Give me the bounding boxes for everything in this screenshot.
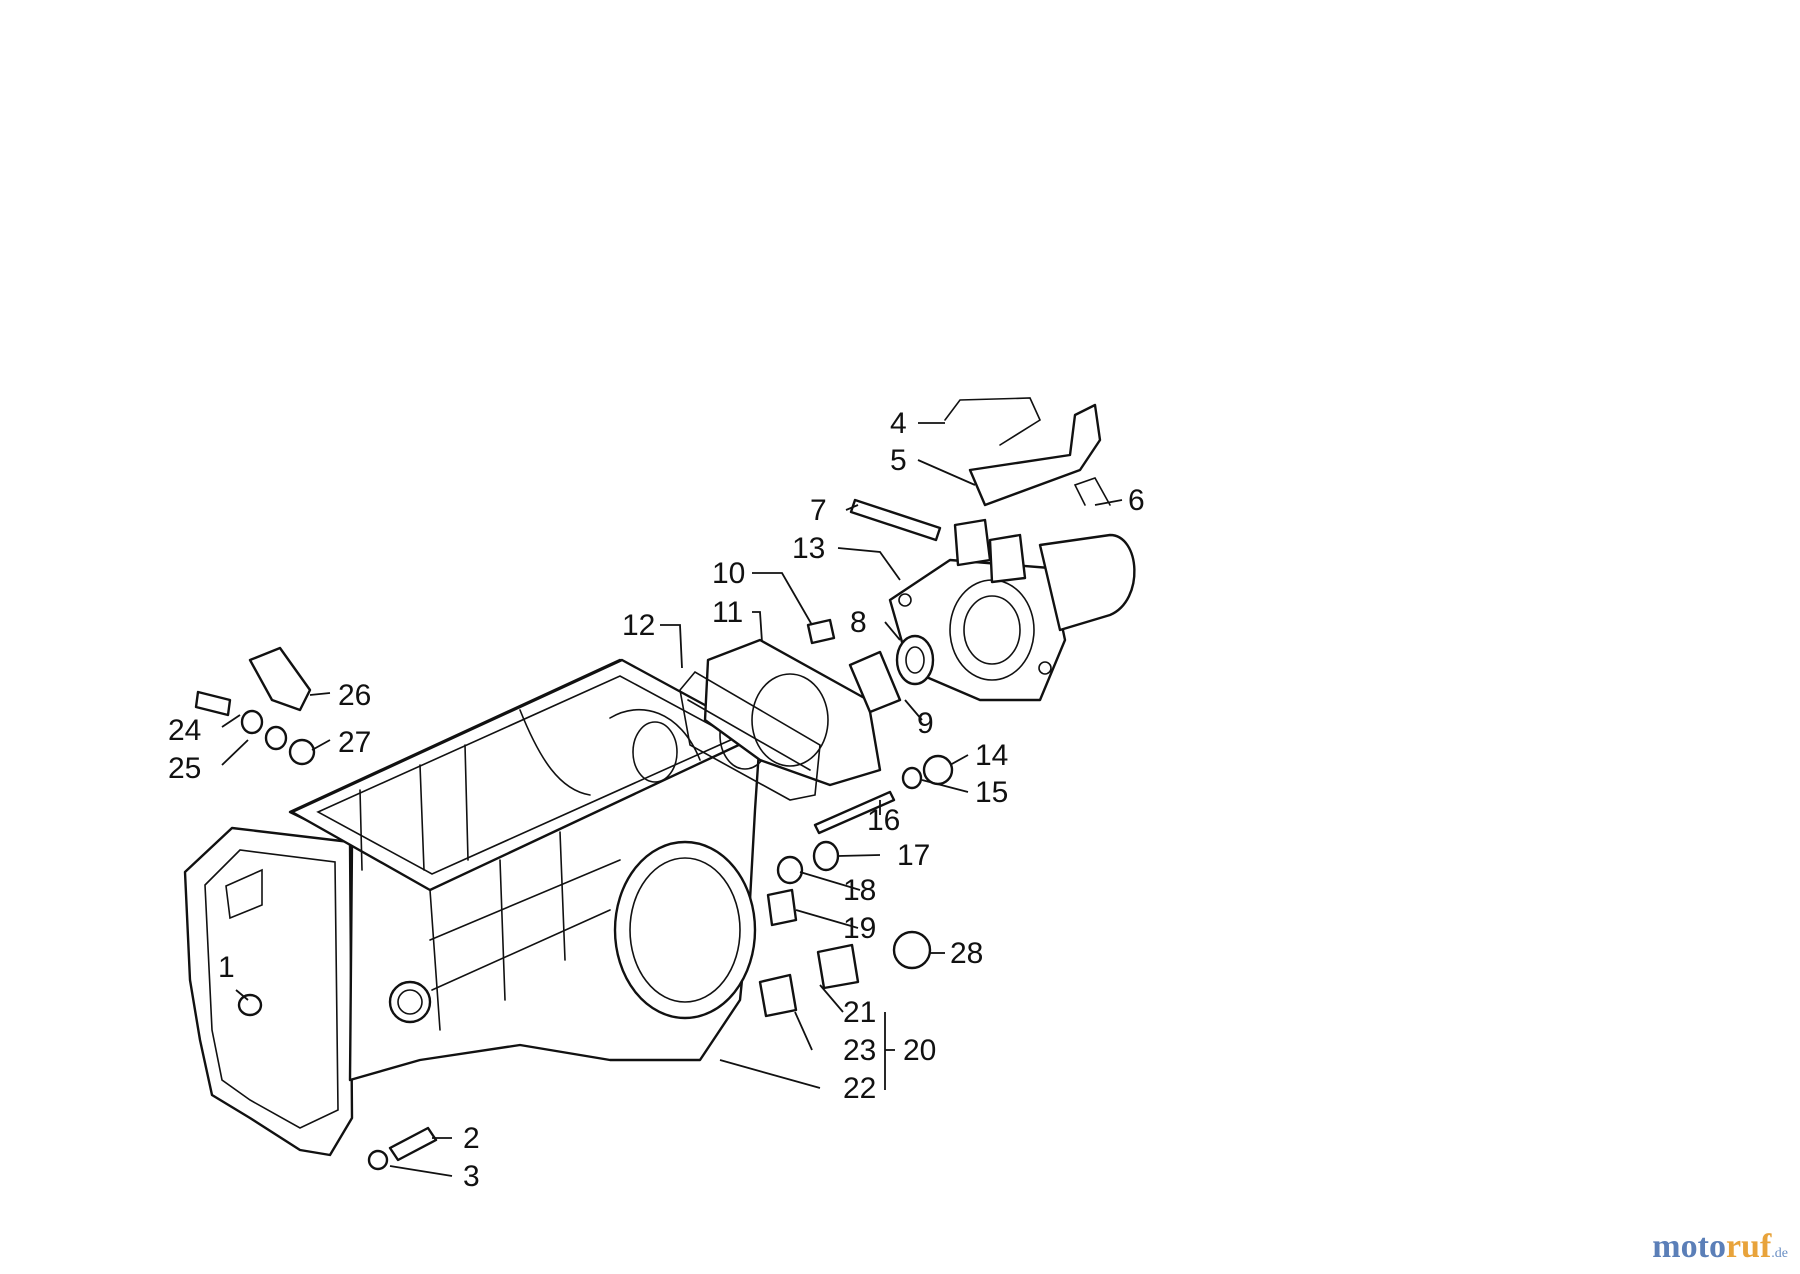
callout-2: 2 bbox=[463, 1122, 480, 1155]
leader-lines bbox=[221, 422, 1123, 1177]
callout-12: 12 bbox=[622, 609, 655, 642]
callout-4: 4 bbox=[890, 407, 907, 440]
callout-17: 17 bbox=[897, 839, 930, 872]
callout-16: 16 bbox=[867, 804, 900, 837]
callout-3: 3 bbox=[463, 1160, 480, 1193]
callout-22: 22 bbox=[843, 1072, 876, 1105]
callout-25: 25 bbox=[168, 752, 201, 785]
callout-28: 28 bbox=[950, 937, 983, 970]
callout-8: 8 bbox=[850, 606, 867, 639]
callout-21: 21 bbox=[843, 996, 876, 1029]
callout-15: 15 bbox=[975, 776, 1008, 809]
watermark-part2: ruf bbox=[1725, 1228, 1772, 1265]
rear-plate-and-gasket bbox=[679, 638, 882, 801]
callout-24: 24 bbox=[168, 714, 201, 747]
callout-20: 20 bbox=[903, 1034, 936, 1067]
watermark-logo: motoruf.de bbox=[1652, 1228, 1788, 1266]
extension-housing bbox=[888, 518, 1136, 702]
watermark-suffix: .de bbox=[1771, 1246, 1788, 1261]
callout-9: 9 bbox=[917, 707, 934, 740]
watermark-part1: moto bbox=[1652, 1228, 1726, 1265]
callout-19: 19 bbox=[843, 912, 876, 945]
callout-labels: 1 2 3 4 5 6 7 8 9 10 11 12 13 14 15 16 1… bbox=[168, 407, 1145, 1193]
small-parts bbox=[194, 397, 1111, 1171]
callout-18: 18 bbox=[843, 874, 876, 907]
callout-5: 5 bbox=[890, 444, 907, 477]
callout-26: 26 bbox=[338, 679, 371, 712]
callout-10: 10 bbox=[712, 557, 745, 590]
bearing-parts bbox=[848, 634, 935, 714]
callout-27: 27 bbox=[338, 726, 371, 759]
callout-14: 14 bbox=[975, 739, 1008, 772]
callout-11: 11 bbox=[712, 596, 743, 629]
callout-13: 13 bbox=[792, 532, 825, 565]
callout-23: 23 bbox=[843, 1034, 876, 1067]
callout-1: 1 bbox=[218, 951, 235, 984]
callout-7: 7 bbox=[810, 494, 827, 527]
gearbox-housing bbox=[183, 658, 771, 1157]
callout-6: 6 bbox=[1128, 484, 1145, 517]
